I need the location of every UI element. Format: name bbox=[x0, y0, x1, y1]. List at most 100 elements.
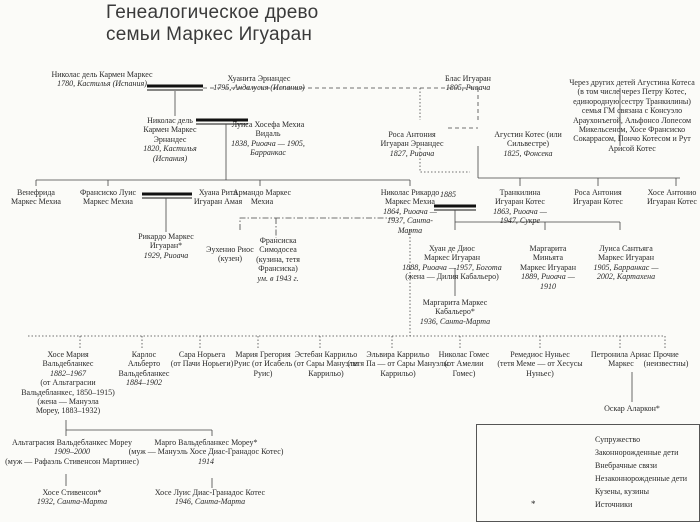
person-name: Франсиска bbox=[259, 236, 297, 245]
person-dates: 1888, Риоача —1957, Богота bbox=[402, 262, 502, 272]
person-name: Маргарита bbox=[529, 244, 567, 253]
person-name: Хосе Мария bbox=[47, 350, 89, 359]
person-name: (в том числе через Петру Котес, bbox=[577, 87, 687, 97]
person-dates: 1910 bbox=[540, 281, 556, 291]
person-dates: ум. в 1943 г. bbox=[257, 273, 299, 283]
legend-label-sources: Источники bbox=[595, 500, 633, 509]
person-cherez: Через других детей Агустина Котеса(в том… bbox=[569, 78, 695, 153]
person-note: (муж — Мануэль Хосе Диас-Гранадос Котес) bbox=[128, 447, 284, 457]
person-name: Мария Грегория bbox=[235, 350, 291, 359]
person-name: Эрнандес bbox=[153, 134, 187, 144]
person-name: Маркес Мехиа bbox=[11, 197, 61, 207]
illegit-line bbox=[419, 148, 470, 173]
person-dates2: 1914 bbox=[197, 456, 214, 466]
person-dates: Барранкас bbox=[250, 148, 286, 158]
person-note: (жена — Мануэла bbox=[37, 397, 99, 407]
title-line-2: семьи Маркес Игуаран bbox=[106, 24, 313, 45]
title-line-1: Генеалогическое древо bbox=[106, 2, 319, 23]
person-dates: 1864, Риоача — bbox=[383, 206, 437, 216]
person-name: (от Сары Мануэлы bbox=[294, 359, 358, 369]
legend-label-affair: Внебрачные связи bbox=[595, 461, 658, 470]
person-name: Маргарита Маркес bbox=[422, 298, 488, 307]
illegit-line bbox=[79, 336, 666, 350]
person-name: Руис (от Исабель bbox=[233, 359, 293, 369]
person-name: Игуаран Котес bbox=[495, 197, 545, 207]
person-name: Эухенио Риос bbox=[206, 245, 254, 254]
person-name: Хуана Рита bbox=[198, 188, 238, 197]
person-name: Игуаран Эрнандес bbox=[380, 139, 444, 149]
person-dates: 1909–2000 bbox=[53, 447, 90, 457]
person-name: семья ГМ связана с Консуэло bbox=[581, 106, 683, 116]
person-name: Луиса Сантьяга bbox=[599, 244, 653, 253]
person-dates: 1805, Риоача bbox=[445, 83, 491, 93]
person-dates: 1882–1967 bbox=[49, 368, 86, 378]
person-dates: 1905, Барранкас — bbox=[593, 262, 659, 272]
person-name: Хосе Луис Диас-Гранадос Котес bbox=[154, 488, 266, 497]
person-dates: Марта bbox=[397, 225, 423, 235]
person-name: (кузен) bbox=[217, 254, 243, 264]
person-dates: 1947, Сукре bbox=[499, 216, 541, 226]
person-name: Блас Игуаран bbox=[445, 74, 491, 83]
person-name: Маркес Игуаран bbox=[424, 253, 480, 263]
person-dates: 1937, Санта- bbox=[387, 216, 433, 226]
person-dates: 1863, Риоача — bbox=[493, 206, 547, 216]
person-note: Вальдебланкес, 1850–1915) bbox=[21, 387, 115, 397]
person-name: Франсиско Луис bbox=[79, 188, 137, 197]
diagram-title: Генеалогическое древо семьи Маркес Игуар… bbox=[106, 2, 318, 46]
person-name: единородную сестру Транкилины) bbox=[573, 96, 691, 106]
person-name: (от Пачи Норьеги) bbox=[170, 359, 234, 369]
person-name: Кабальеро* bbox=[435, 307, 475, 317]
year-1885: 1885 bbox=[440, 190, 456, 199]
person-name: Прочие bbox=[653, 350, 679, 359]
person-dates: 1929, Риоача bbox=[143, 250, 189, 260]
person-name: Через других детей Агустина Котеса bbox=[569, 78, 695, 87]
person-name: Сара Норьега bbox=[178, 350, 226, 359]
person-margo: Марго Вальдебланкес Морeу*(муж — Мануэль… bbox=[129, 438, 284, 466]
legend-label-cousins: Кузены, кузины bbox=[595, 487, 649, 496]
person-name: Транкилина bbox=[499, 188, 541, 197]
person-name: Маркес Игуаран bbox=[520, 262, 576, 272]
person-dates: 2002, Картахена bbox=[596, 272, 656, 282]
person-dates: 1946, Санта-Марта bbox=[174, 497, 246, 507]
person-name: Нуньес) bbox=[526, 368, 554, 378]
person-name: Видаль bbox=[255, 129, 281, 139]
person-name: (тетя Па — от Сары Мануэлы bbox=[347, 359, 449, 369]
person-name: Руис) bbox=[253, 368, 273, 378]
person-name: Николас Гомес bbox=[438, 350, 490, 359]
person-name: Арисой Котес bbox=[608, 143, 656, 153]
person-dates: 1936, Санта-Марта bbox=[419, 316, 491, 326]
person-dates: 1795, Андалусия (Испания) bbox=[213, 83, 305, 93]
person-name: Вальдебланкес bbox=[118, 368, 170, 378]
person-name: Луиса Хосефа Мехиа bbox=[231, 120, 305, 129]
person-name: Симодосеа bbox=[259, 245, 297, 255]
person-name: Миньята bbox=[532, 253, 564, 263]
person-name: Марго Вальдебланкес Морeу* bbox=[154, 438, 258, 447]
person-name: Вальдебланкес bbox=[42, 359, 94, 369]
person-name: Венефрида bbox=[17, 188, 55, 197]
person-name: Карлос bbox=[131, 350, 157, 359]
star-icon: * bbox=[531, 499, 536, 509]
person-name: Роса Антония bbox=[574, 188, 622, 197]
person-name: Маркес Мехиа bbox=[83, 197, 133, 207]
person-name: Хосе Стивенсон* bbox=[42, 488, 102, 497]
person-dates: 1780, Кастилья (Испания) bbox=[57, 79, 147, 89]
